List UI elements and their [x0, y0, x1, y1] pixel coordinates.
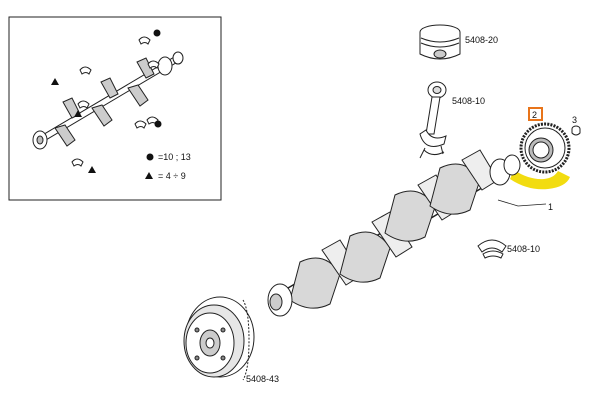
triangle-marker-icon: [74, 110, 82, 117]
pulley-label: 5408-43: [246, 374, 279, 384]
circle-marker-icon: [153, 29, 161, 37]
legend-triangle-text: = 4 ÷ 9: [158, 171, 186, 181]
gear-label: 2: [532, 110, 537, 120]
triangle-bullet-icon: [145, 172, 153, 179]
inset-legend: =10 ; 13 = 4 ÷ 9: [145, 152, 191, 181]
connecting-rod-label: 5408-10: [452, 96, 485, 106]
circle-marker-icon: [154, 120, 162, 128]
highlight-bracket: [510, 170, 570, 190]
piston: 5408-20: [419, 24, 498, 60]
key-label: 3: [572, 115, 577, 125]
bearing-shells: 5408-10: [477, 239, 540, 259]
triangle-marker-icon: [88, 166, 96, 173]
connecting-rod: 5408-10: [419, 81, 485, 159]
gear-assembly: 2 3: [510, 107, 581, 190]
gear-number-box[interactable]: [528, 107, 543, 121]
crankshaft-label: 1: [548, 202, 553, 212]
woodruff-key: [571, 125, 581, 136]
bearing-shells-label: 5408-10: [507, 244, 540, 254]
inset-markers: [51, 29, 162, 173]
timing-gear: [519, 122, 571, 174]
piston-label: 5408-20: [465, 35, 498, 45]
circle-bullet-icon: [146, 153, 154, 161]
triangle-marker-icon: [51, 78, 59, 85]
legend-circle-text: =10 ; 13: [158, 152, 191, 162]
pulley: 5408-43: [183, 296, 279, 384]
crankshaft: 1: [267, 149, 553, 317]
inset-panel: =10 ; 13 = 4 ÷ 9: [8, 16, 222, 201]
